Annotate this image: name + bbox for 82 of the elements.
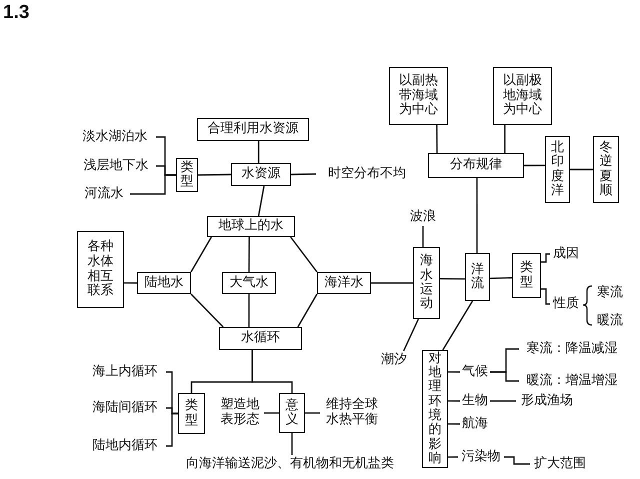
concept-box: 分布规律 [428, 153, 524, 178]
term-label: 污染物 [458, 448, 504, 466]
term-label: 河流水 [78, 185, 130, 203]
vertical-concept-box: 以副热带海域为中心 [389, 67, 448, 125]
connector-line [476, 178, 478, 253]
connector-line [248, 294, 250, 327]
term-label: 潮汐 [378, 351, 410, 369]
connector-line [440, 278, 465, 280]
term-label: 时空分布不均 [316, 165, 418, 183]
vertical-concept-box: 以副极地海域为中心 [493, 67, 552, 125]
connector-line [442, 300, 474, 350]
term-label: 维持全球水热平衡 [320, 393, 384, 433]
term-label: 波浪 [408, 208, 438, 226]
connector-line [570, 168, 593, 170]
connector-line [305, 412, 320, 414]
vertical-concept-box: 意义 [279, 393, 305, 433]
concept-box: 海洋水 [317, 272, 371, 294]
connector-line [291, 433, 293, 455]
connector-line [290, 236, 318, 272]
vertical-concept-box: 类型 [512, 253, 541, 298]
vertical-concept-box: 各种水体相互联系 [77, 231, 124, 308]
vertical-concept-box: 类型 [178, 393, 205, 434]
term-label: 寒流：降温减湿 [519, 340, 625, 358]
connector-line [524, 164, 545, 166]
term-label: 浅层地下水 [76, 157, 156, 175]
connector-line [248, 237, 250, 272]
term-label: 陆地内循环 [84, 437, 166, 455]
connector-line [297, 294, 318, 328]
vertical-concept-box: 海水运动 [413, 247, 440, 319]
connector-line [252, 350, 293, 393]
term-label: 向海洋输送泥沙、有机物和无机盐类 [165, 455, 415, 473]
connector-line [258, 141, 260, 163]
concept-box: 水资源 [231, 163, 291, 186]
connector-line [290, 173, 316, 176]
connector-line [490, 277, 512, 280]
connector-line [448, 371, 460, 373]
connector-line [166, 412, 178, 447]
term-label: 海上内循环 [84, 363, 166, 381]
connector-line [448, 456, 458, 458]
term-label: 暖流：增温增湿 [519, 372, 625, 390]
vertical-concept-box: 类型 [176, 158, 198, 192]
connector-line [448, 400, 460, 402]
vertical-concept-box: 北印度洋 [545, 136, 570, 203]
connector-line [124, 282, 137, 284]
concept-box: 地球上的水 [207, 216, 295, 237]
connector-line [190, 236, 212, 272]
connector-line [504, 456, 530, 465]
term-label: 寒流 [597, 284, 623, 301]
term-label: 成因 [550, 245, 582, 263]
concept-box: 水循环 [219, 327, 302, 350]
connector-line [371, 282, 413, 284]
connector-line [448, 423, 460, 425]
heading: 1.3 [3, 2, 30, 24]
vertical-concept-box: 洋流 [465, 253, 490, 301]
connector-line [258, 186, 265, 216]
term-label: 暖流 [597, 312, 623, 329]
term-label: 形成渔场 [516, 392, 578, 410]
term-label: 航海 [460, 415, 490, 433]
term-label: 淡水湖泊水 [74, 128, 156, 146]
connector-line [422, 226, 424, 247]
connector-line [541, 253, 550, 263]
term-label: 扩大范围 [530, 455, 590, 473]
connector-line [198, 174, 231, 176]
connector-line [402, 318, 420, 352]
connector-line [490, 371, 519, 382]
concept-box: 大气水 [222, 272, 276, 294]
concept-box: 陆地水 [137, 272, 191, 294]
connector-line [264, 412, 279, 414]
connector-line [541, 288, 550, 305]
connector-line [436, 125, 438, 153]
term-label: 性质 [550, 295, 582, 313]
term-label: 塑造地表形态 [216, 393, 264, 433]
connector-line [490, 400, 516, 402]
concept-box: 合理利用水资源 [197, 118, 309, 141]
term-label: 生物 [460, 392, 490, 410]
vertical-concept-box: 对地理环境的影响 [422, 350, 448, 468]
connector-line [504, 125, 506, 153]
connector-line [190, 294, 224, 328]
connector-line [130, 174, 176, 195]
term-label: 海陆间循环 [84, 399, 166, 417]
term-label: 气候 [460, 363, 490, 381]
vertical-concept-box: 冬逆夏顺 [593, 136, 619, 203]
